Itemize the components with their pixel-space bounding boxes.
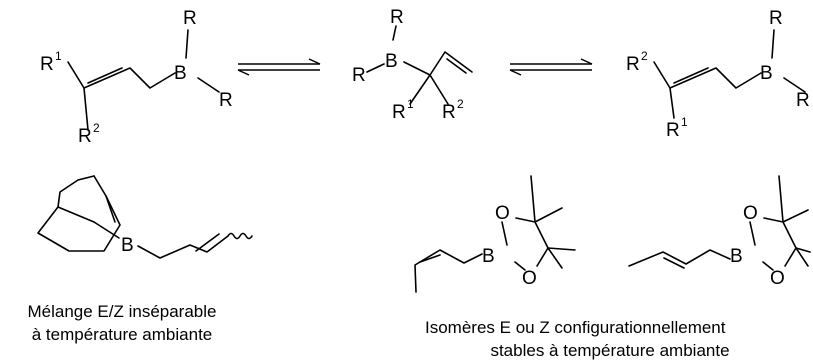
equilibrium-arrow-left bbox=[237, 58, 321, 76]
r-label: R bbox=[352, 65, 366, 86]
allylborane-center: R B R R 1 R 2 bbox=[352, 7, 473, 123]
boron-label: B bbox=[482, 246, 495, 267]
crotyl-9bbn: B bbox=[37, 175, 253, 259]
oxygen-label: O bbox=[522, 268, 537, 289]
e-crotyl-pinacolboronate: B O O bbox=[628, 175, 811, 289]
oxygen-label: O bbox=[770, 268, 785, 289]
r1-superscript: 1 bbox=[681, 115, 688, 129]
r2-superscript: 2 bbox=[457, 97, 464, 111]
r2-label: R bbox=[442, 102, 456, 123]
r2-label: R bbox=[78, 126, 92, 147]
boron-label: B bbox=[121, 235, 134, 256]
r1-label: R bbox=[40, 54, 54, 75]
r1-superscript: 1 bbox=[407, 97, 414, 111]
r-label: R bbox=[390, 7, 404, 28]
equilibrium-arrow-right bbox=[509, 58, 593, 76]
r2-superscript: 2 bbox=[93, 121, 100, 135]
oxygen-label: O bbox=[495, 203, 510, 224]
z-crotyl-pinacolboronate: B O O bbox=[414, 175, 576, 293]
caption-left-line1: Mélange E/Z inséparable bbox=[27, 302, 216, 321]
r1-label: R bbox=[392, 102, 406, 123]
caption-right-line1: Isomères E ou Z configurationnellement bbox=[425, 318, 726, 337]
r-label: R bbox=[769, 8, 783, 29]
boron-label: B bbox=[385, 51, 398, 72]
r-label: R bbox=[796, 90, 810, 111]
boron-label: B bbox=[174, 63, 187, 84]
r-label: R bbox=[219, 90, 233, 111]
oxygen-label: O bbox=[743, 203, 758, 224]
caption-right-line2: stables à température ambiante bbox=[490, 341, 729, 360]
allylborane-left: R B R R 1 R 2 bbox=[40, 8, 233, 147]
r-label: R bbox=[183, 8, 197, 29]
r1-superscript: 1 bbox=[55, 49, 62, 63]
r2-superscript: 2 bbox=[641, 49, 648, 63]
boron-label: B bbox=[760, 63, 773, 84]
caption-left-line2: à température ambiante bbox=[32, 325, 213, 344]
boron-label: B bbox=[730, 246, 743, 267]
r1-label: R bbox=[666, 120, 680, 141]
r2-label: R bbox=[626, 54, 640, 75]
allylborane-right: R B R R 2 R 1 bbox=[626, 8, 810, 141]
